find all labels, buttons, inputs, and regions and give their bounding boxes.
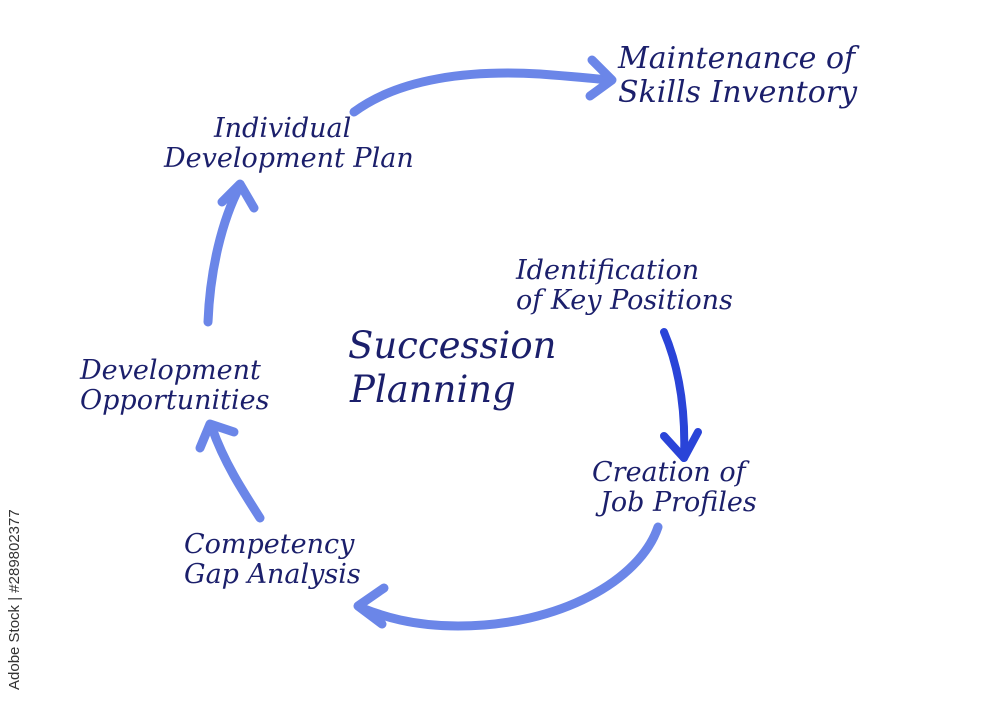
step-opportunities-line-2: Opportunities — [80, 385, 270, 417]
step-plan: Individual Development Plan — [164, 113, 414, 175]
step-creation-line-1: Creation of — [592, 457, 746, 488]
step-competency: Competency Gap Analysis — [184, 529, 361, 591]
step-plan-line-1: Individual — [214, 113, 352, 144]
step-competency-line-2: Gap Analysis — [184, 559, 361, 591]
stock-watermark: Adobe Stock | #289802377 — [4, 470, 34, 690]
step-maintenance-line-2: Skills Inventory — [618, 74, 858, 110]
arrowhead-opportunities — [195, 419, 239, 453]
arrow-identification-to-creation — [660, 328, 689, 462]
step-maintenance: Maintenance of Skills Inventory — [618, 42, 857, 109]
step-opportunities-line-1: Development — [80, 355, 261, 386]
step-identification-line-1: Identification — [516, 255, 700, 286]
step-creation: Creation of Job Profiles — [592, 457, 757, 519]
step-identification: Identification of Key Positions — [516, 255, 733, 317]
arrow-plan-to-maintenance — [349, 68, 613, 117]
step-plan-line-2: Development Plan — [164, 143, 414, 175]
step-competency-line-1: Competency — [184, 529, 355, 560]
center-title-line-2: Planning — [350, 367, 516, 411]
step-identification-line-2: of Key Positions — [516, 285, 733, 317]
arrowhead-maintenance — [585, 55, 617, 101]
arrow-creation-to-competency — [357, 522, 663, 631]
arrow-opportunities-to-plan — [203, 181, 245, 327]
arrow-competency-to-opportunities — [207, 423, 265, 523]
arrowhead-plan — [217, 179, 259, 213]
step-maintenance-line-1: Maintenance of — [618, 41, 856, 76]
arrowhead-creation — [660, 428, 702, 462]
step-opportunities: Development Opportunities — [80, 355, 270, 417]
stock-watermark-text: Adobe Stock | #289802377 — [6, 509, 23, 690]
step-creation-line-2: Job Profiles — [600, 487, 757, 519]
center-title-line-1: Succession — [348, 324, 557, 367]
center-title: Succession Planning — [348, 324, 556, 411]
arrowhead-competency — [353, 583, 389, 629]
